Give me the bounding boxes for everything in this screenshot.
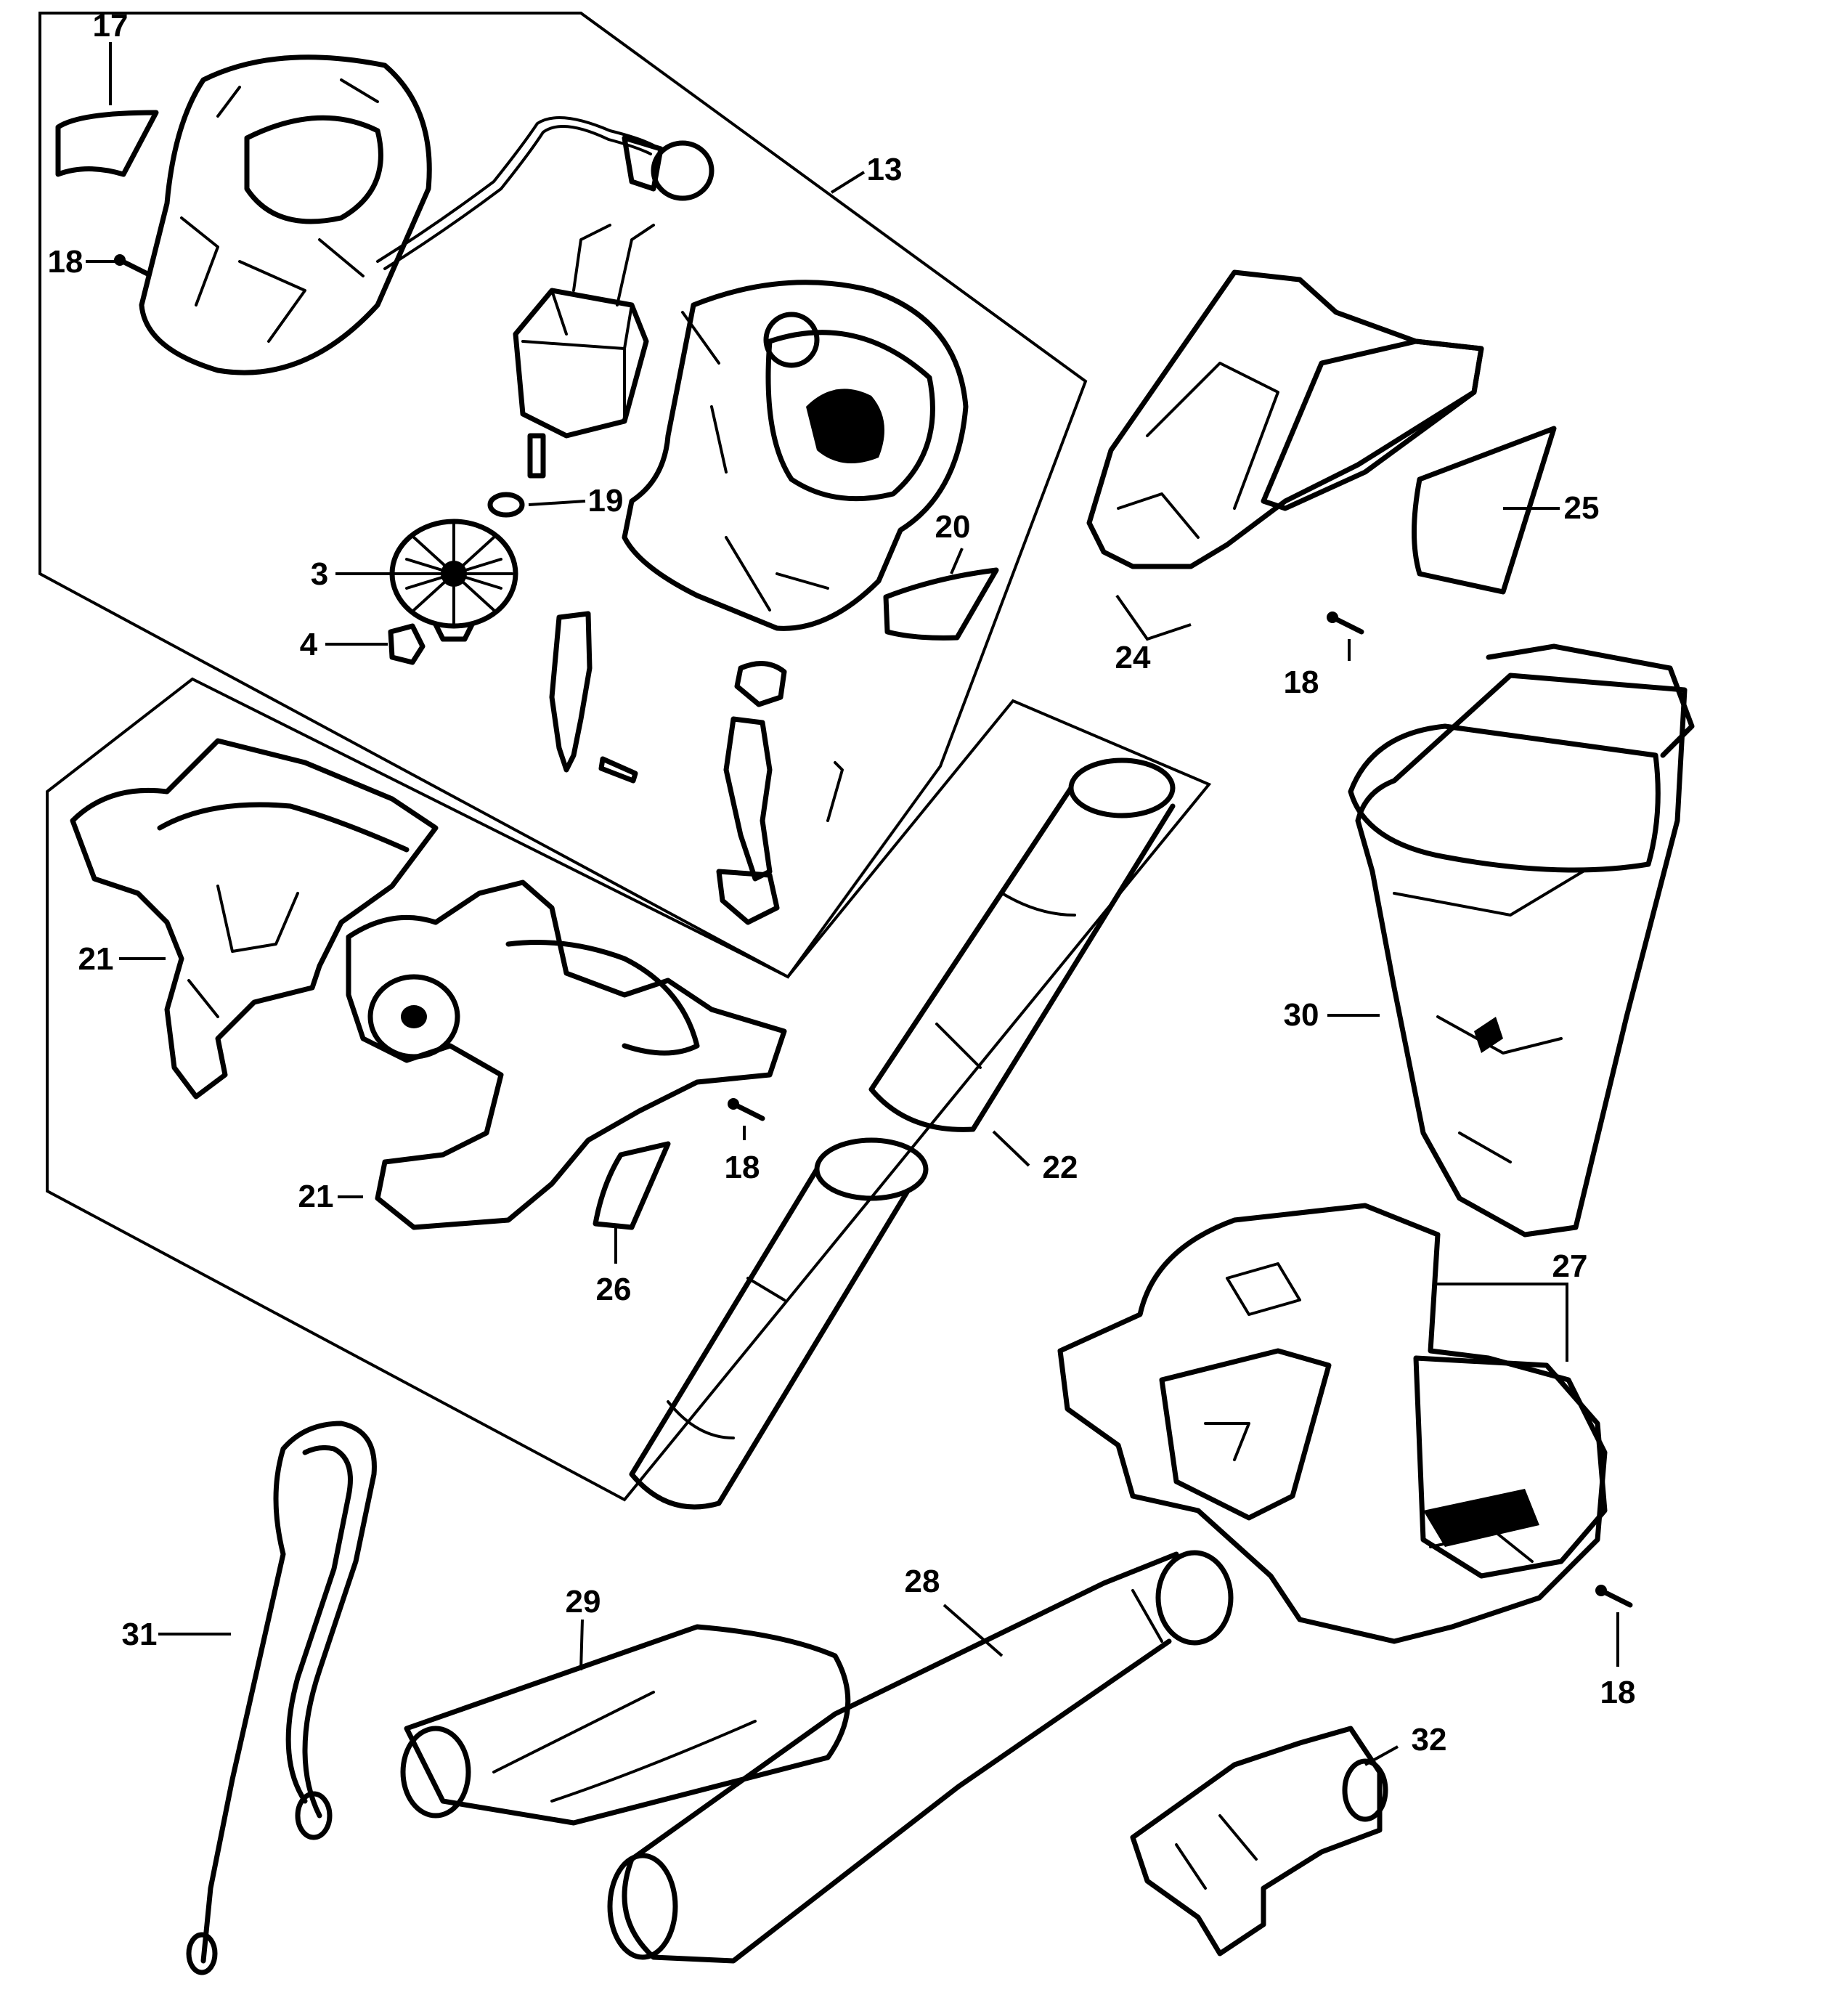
collection-bag-30 (1348, 643, 1695, 1238)
screw-18-a (114, 254, 152, 277)
washer-19 (487, 492, 525, 518)
blower-tube-28 (607, 1550, 1234, 1964)
label-20: 20 (935, 509, 971, 545)
label-17: 17 (93, 8, 129, 44)
screw-18-c (728, 1098, 765, 1121)
label-3: 3 (311, 556, 328, 592)
label-32: 32 (1412, 1722, 1447, 1758)
group-outline-21-22 (46, 677, 1212, 1502)
housing-half-right-24 (1086, 269, 1484, 569)
label-24: 24 (1115, 640, 1151, 675)
handle-half-21-right (346, 879, 787, 1230)
main-housing-27 (1057, 1203, 1608, 1644)
label-18-a: 18 (48, 244, 84, 280)
screw-18-d (1595, 1585, 1633, 1608)
nut-4 (388, 623, 426, 665)
label-28: 28 (905, 1564, 940, 1599)
label-29: 29 (566, 1584, 601, 1620)
label-21-left: 21 (78, 941, 114, 977)
label-26: 26 (596, 1272, 632, 1307)
fan-3 (389, 519, 518, 642)
label-19: 19 (588, 483, 624, 519)
nozzle-29 (400, 1624, 851, 1826)
label-plate-26 (593, 1141, 671, 1230)
screw-18-b (1327, 611, 1364, 635)
power-cord (376, 116, 715, 270)
part-number-labels: 17 18 13 19 3 4 20 24 25 18 21 21 18 26 … (48, 8, 1636, 1758)
label-18-b: 18 (1284, 665, 1319, 700)
label-18-c: 18 (725, 1150, 760, 1185)
label-plate-20 (883, 567, 999, 641)
label-30: 30 (1284, 997, 1319, 1033)
handle-half-21-left (70, 738, 439, 1100)
label-18-d: 18 (1600, 1675, 1636, 1710)
tube-upper-22 (868, 757, 1176, 1132)
leader-lines (86, 42, 1619, 1766)
housing-half-left (139, 54, 432, 375)
fan-housing (622, 280, 969, 631)
label-plate-17 (55, 110, 159, 177)
label-25: 25 (1564, 490, 1600, 526)
tube-lower-22 (629, 1137, 929, 1510)
label-4: 4 (300, 627, 318, 662)
label-27: 27 (1552, 1248, 1588, 1284)
label-plate-25 (1412, 426, 1557, 595)
label-21-right: 21 (298, 1179, 334, 1214)
label-22: 22 (1043, 1150, 1078, 1185)
label-13: 13 (867, 152, 903, 187)
adapter-32 (1130, 1726, 1388, 1957)
group-outline-13 (38, 12, 1088, 979)
switch-assembly (549, 611, 844, 925)
shoulder-strap-31 (186, 1421, 377, 1975)
label-31: 31 (122, 1617, 158, 1652)
motor (513, 224, 655, 479)
